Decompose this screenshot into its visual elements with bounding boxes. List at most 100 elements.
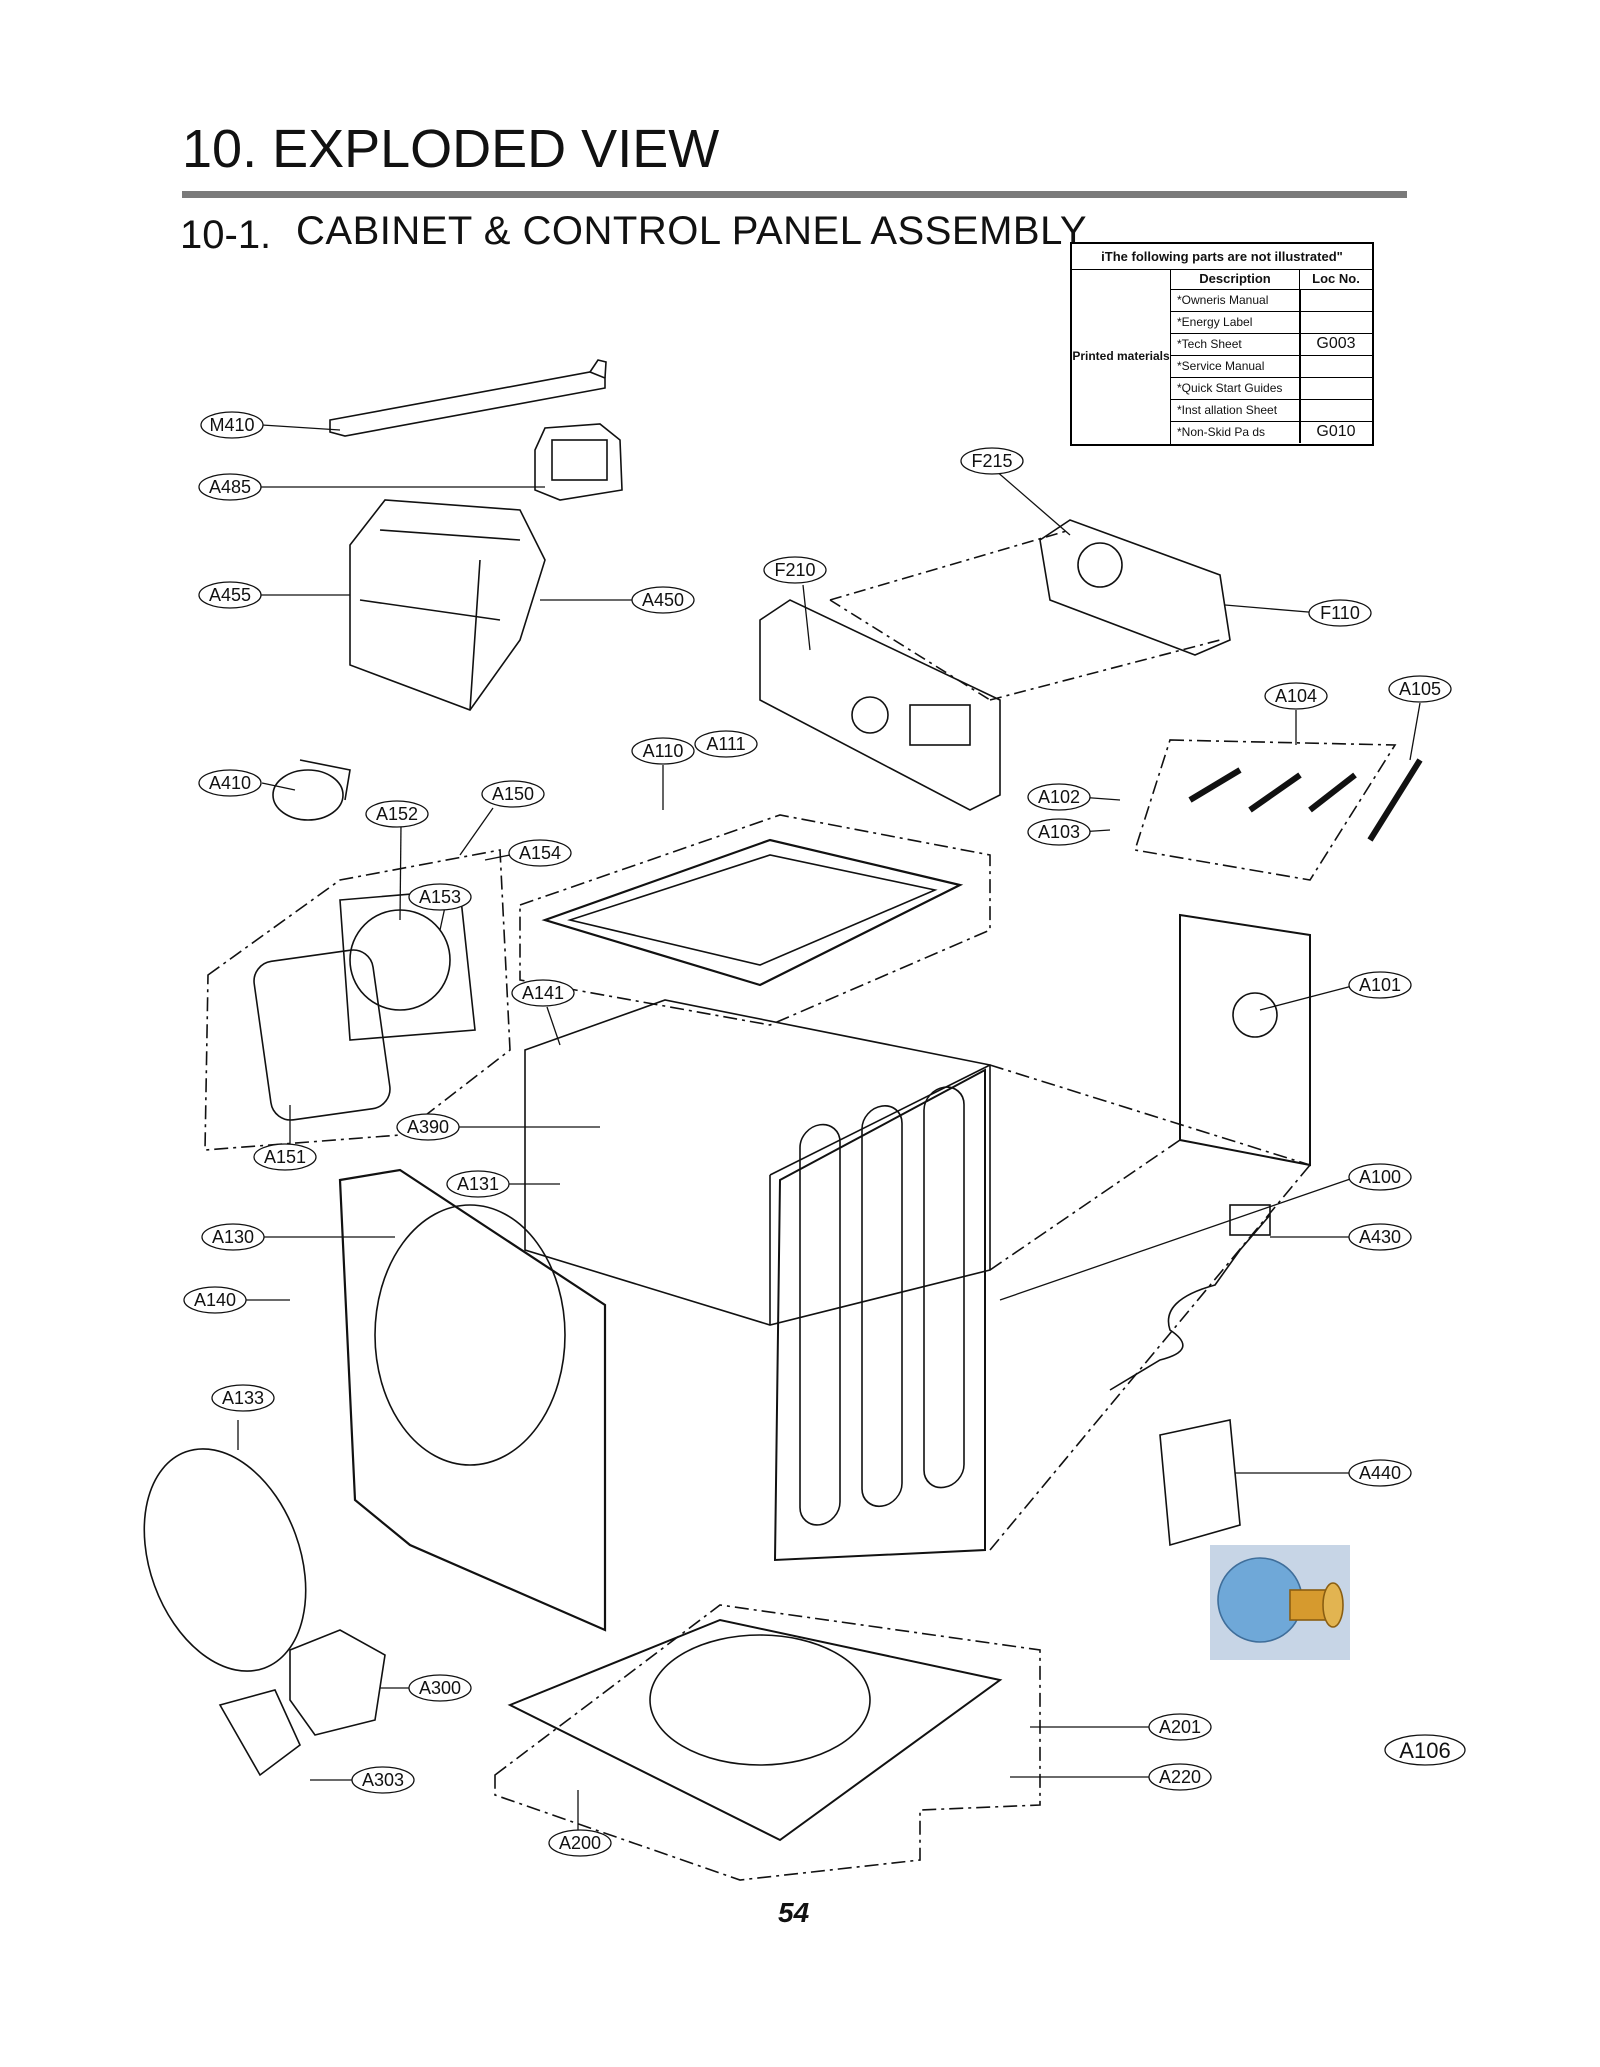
callout-oval (1264, 682, 1328, 710)
table-row: *Inst allation Sheet (1171, 399, 1372, 422)
dispenser (1039, 519, 1231, 656)
a485-cover (534, 423, 623, 501)
group-cell: Printed materials (1072, 269, 1171, 444)
col-loc: Loc No. (1312, 271, 1360, 286)
base-plate (507, 1618, 1003, 1842)
a300-cover (289, 1629, 386, 1736)
callout-oval (1027, 818, 1091, 846)
door-opening (374, 1204, 566, 1466)
part-label: A410 (209, 773, 251, 793)
part-label: A152 (376, 804, 418, 824)
heading-rule (182, 191, 1407, 198)
part-label: A485 (209, 477, 251, 497)
callout-oval (1348, 971, 1412, 999)
page-heading: 10. EXPLODED VIEW (182, 119, 720, 179)
table-row: *Tech Sheet G003 (1171, 333, 1372, 356)
table-row: *Owneris Manual (1171, 289, 1372, 312)
callout-oval (1027, 783, 1091, 811)
callout-oval (960, 447, 1024, 475)
callout-oval (481, 780, 545, 808)
callout-oval (408, 1674, 472, 1702)
door-glass (253, 949, 391, 1121)
part-label: A200 (559, 1833, 601, 1853)
callout-oval (1388, 675, 1452, 703)
callout-oval (183, 1286, 247, 1314)
row-loc: G010 (1316, 423, 1356, 440)
section-number: 10-1. (180, 213, 272, 257)
callout-oval (408, 883, 472, 911)
noise-filter (1159, 1419, 1241, 1547)
callout-oval (631, 586, 695, 614)
cabinet-body (524, 999, 991, 1326)
callout-oval (253, 1143, 317, 1171)
page-number: 54 (778, 1897, 810, 1928)
part-label: A450 (642, 590, 684, 610)
callout-oval (508, 839, 572, 867)
part-label: A455 (209, 585, 251, 605)
callout-oval (198, 473, 262, 501)
callout-oval (1308, 599, 1372, 627)
control-panel (759, 599, 1001, 811)
group-label: Printed materials (1072, 349, 1170, 363)
part-label: A153 (419, 887, 461, 907)
back-panel (1179, 913, 1311, 1167)
part-label: A110 (643, 741, 684, 761)
row-description: *Inst allation Sheet (1177, 403, 1278, 417)
row-description: *Non-Skid Pa ds (1177, 425, 1266, 439)
not-illustrated-title: iThe following parts are not illustrated… (1072, 244, 1372, 270)
callout-oval (446, 1170, 510, 1198)
callout-oval (200, 411, 264, 439)
cabinet-side-panel (773, 1068, 986, 1562)
callout-oval (1384, 1734, 1466, 1766)
row-description: *Owneris Manual (1177, 293, 1269, 307)
part-label: A105 (1399, 679, 1441, 699)
col-description: Description (1171, 269, 1300, 289)
part-label: A150 (492, 784, 534, 804)
part-label: A100 (1359, 1167, 1401, 1187)
door-glass-a133 (143, 1448, 307, 1672)
callout-oval (1348, 1163, 1412, 1191)
front-panel (338, 1168, 607, 1632)
callout-oval (631, 737, 695, 765)
section-title: CABINET & CONTROL PANEL ASSEMBLY (296, 209, 1088, 253)
table-row: *Non-Skid Pa ds G010 (1171, 421, 1372, 443)
part-label: A133 (222, 1388, 264, 1408)
part-label: A131 (457, 1174, 499, 1194)
table-row: *Service Manual (1171, 355, 1372, 378)
filter-box (1133, 739, 1397, 881)
callout-oval (211, 1384, 275, 1412)
callout-oval (198, 769, 262, 797)
part-label: A106 (1399, 1738, 1450, 1763)
part-label: A220 (1159, 1767, 1201, 1787)
part-label: A102 (1038, 787, 1080, 807)
pcb-assembly (349, 499, 546, 711)
row-loc: G003 (1316, 335, 1356, 352)
callout-oval (1348, 1459, 1412, 1487)
callout-oval (694, 730, 758, 758)
part-label: F210 (774, 560, 815, 580)
callout-oval (396, 1113, 460, 1141)
callout-oval (1148, 1713, 1212, 1741)
part-label: F110 (1320, 603, 1360, 623)
part-label: A430 (1359, 1227, 1401, 1247)
callout-oval (201, 1223, 265, 1251)
table-row: *Quick Start Guides (1171, 377, 1372, 400)
table-row: *Energy Label (1171, 311, 1372, 334)
part-label: A201 (1159, 1717, 1201, 1737)
table-header: Description Loc No. (1171, 269, 1372, 290)
part-label: A111 (706, 734, 745, 754)
part-label: A440 (1359, 1463, 1401, 1483)
part-label: A151 (264, 1147, 306, 1167)
part-label: A103 (1038, 822, 1080, 842)
power-cord (1109, 1214, 1271, 1391)
callout-oval (511, 979, 575, 1007)
callout-oval (198, 581, 262, 609)
part-label: A390 (407, 1117, 449, 1137)
not-illustrated-table: iThe following parts are not illustrated… (1070, 242, 1374, 446)
callout-oval (548, 1829, 612, 1857)
a410-motor (272, 769, 344, 821)
door-frame (339, 889, 476, 1041)
row-description: *Tech Sheet (1177, 337, 1242, 351)
part-label: A303 (362, 1770, 404, 1790)
